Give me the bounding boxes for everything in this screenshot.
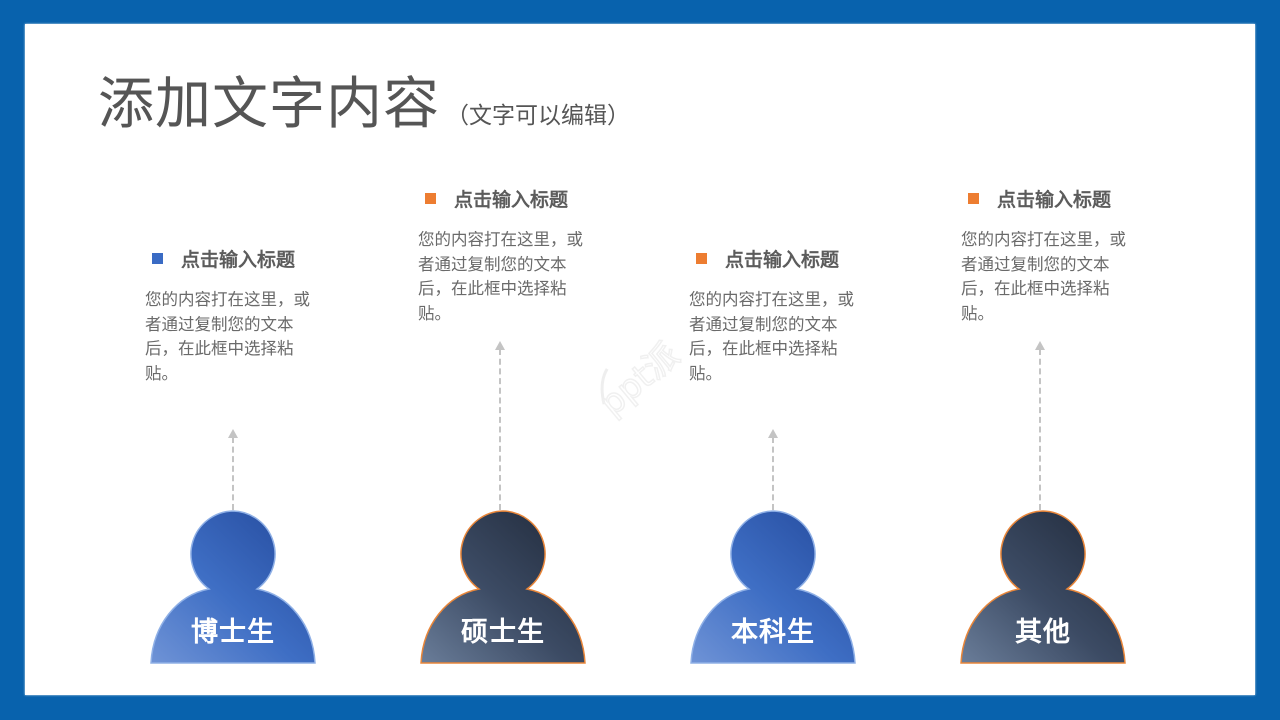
dashed-up-arrow-icon [1035, 341, 1045, 510]
dashed-up-arrow-icon [228, 429, 238, 510]
square-bullet-icon [425, 192, 436, 204]
item-heading-row[interactable]: 点击输入标题 [689, 246, 889, 271]
item-body-text[interactable]: 您的内容打在这里，或者通过复制您的文本后，在此框中选择粘贴。 [961, 230, 1126, 323]
content-item-4: 点击输入标题 您的内容打在这里，或者通过复制您的文本后，在此框中选择粘贴。 [961, 186, 1161, 326]
item-heading[interactable]: 点击输入标题 [997, 188, 1112, 211]
item-heading[interactable]: 点击输入标题 [181, 248, 296, 271]
item-heading-row[interactable]: 点击输入标题 [961, 186, 1161, 211]
watermark-logo-icon: ppt派 [592, 334, 689, 424]
dashed-up-arrow-icon [495, 341, 505, 510]
person-figure-4[interactable]: 其他 [959, 510, 1127, 665]
square-bullet-icon [968, 192, 979, 204]
person-silhouette-icon [420, 510, 586, 664]
person-silhouette-icon [690, 510, 856, 664]
person-silhouette-icon [150, 510, 316, 664]
item-body-text[interactable]: 您的内容打在这里，或者通过复制您的文本后，在此框中选择粘贴。 [145, 290, 310, 383]
item-heading-row[interactable]: 点击输入标题 [145, 246, 345, 271]
item-body-text[interactable]: 您的内容打在这里，或者通过复制您的文本后，在此框中选择粘贴。 [689, 290, 854, 383]
person-figure-2[interactable]: 硕士生 [419, 510, 587, 665]
content-item-2: 点击输入标题 您的内容打在这里，或者通过复制您的文本后，在此框中选择粘贴。 [418, 186, 618, 326]
person-silhouette-icon [960, 510, 1126, 664]
title-subtitle[interactable]: （文字可以编辑） [446, 103, 630, 129]
item-body-text[interactable]: 您的内容打在这里，或者通过复制您的文本后，在此框中选择粘贴。 [418, 230, 583, 323]
person-figure-1[interactable]: 博士生 [149, 510, 317, 665]
content-item-3: 点击输入标题 您的内容打在这里，或者通过复制您的文本后，在此框中选择粘贴。 [689, 246, 889, 386]
svg-text:ppt派: ppt派 [592, 335, 687, 424]
person-label: 博士生 [191, 617, 275, 648]
slide-title[interactable]: 添加文字内容 （文字可以编辑） [98, 70, 630, 140]
item-heading-row[interactable]: 点击输入标题 [418, 186, 618, 211]
person-label: 硕士生 [461, 617, 545, 648]
square-bullet-icon [696, 252, 707, 264]
dashed-up-arrow-icon [768, 429, 778, 510]
square-bullet-icon [152, 252, 163, 264]
person-label: 本科生 [731, 617, 815, 648]
person-figure-3[interactable]: 本科生 [689, 510, 857, 665]
item-heading[interactable]: 点击输入标题 [454, 188, 569, 211]
item-heading[interactable]: 点击输入标题 [725, 248, 840, 271]
title-main[interactable]: 添加文字内容 [98, 72, 440, 137]
content-item-1: 点击输入标题 您的内容打在这里，或者通过复制您的文本后，在此框中选择粘贴。 [145, 246, 345, 386]
person-label: 其他 [1015, 617, 1071, 648]
